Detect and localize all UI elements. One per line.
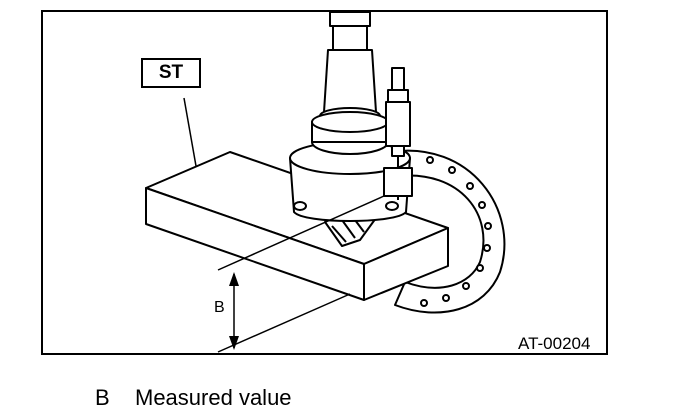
upper-extension-line (217, 195, 385, 271)
dial-gauge (383, 67, 413, 200)
bearing-housing (289, 111, 411, 222)
dimension-arrows (229, 272, 239, 350)
ring-gear (389, 149, 506, 314)
st-leader-line (183, 97, 197, 167)
lower-extension-line (217, 293, 351, 353)
legend-text: Measured value (135, 385, 292, 410)
dimension-lines (183, 97, 385, 353)
figure-code: AT-00204 (518, 334, 591, 353)
legend: B Measured value (95, 385, 292, 411)
legend-key: B (95, 385, 110, 410)
pinion-shaft (319, 11, 381, 125)
st-callout: ST (141, 58, 201, 88)
b-dimension-label: B (214, 299, 225, 316)
